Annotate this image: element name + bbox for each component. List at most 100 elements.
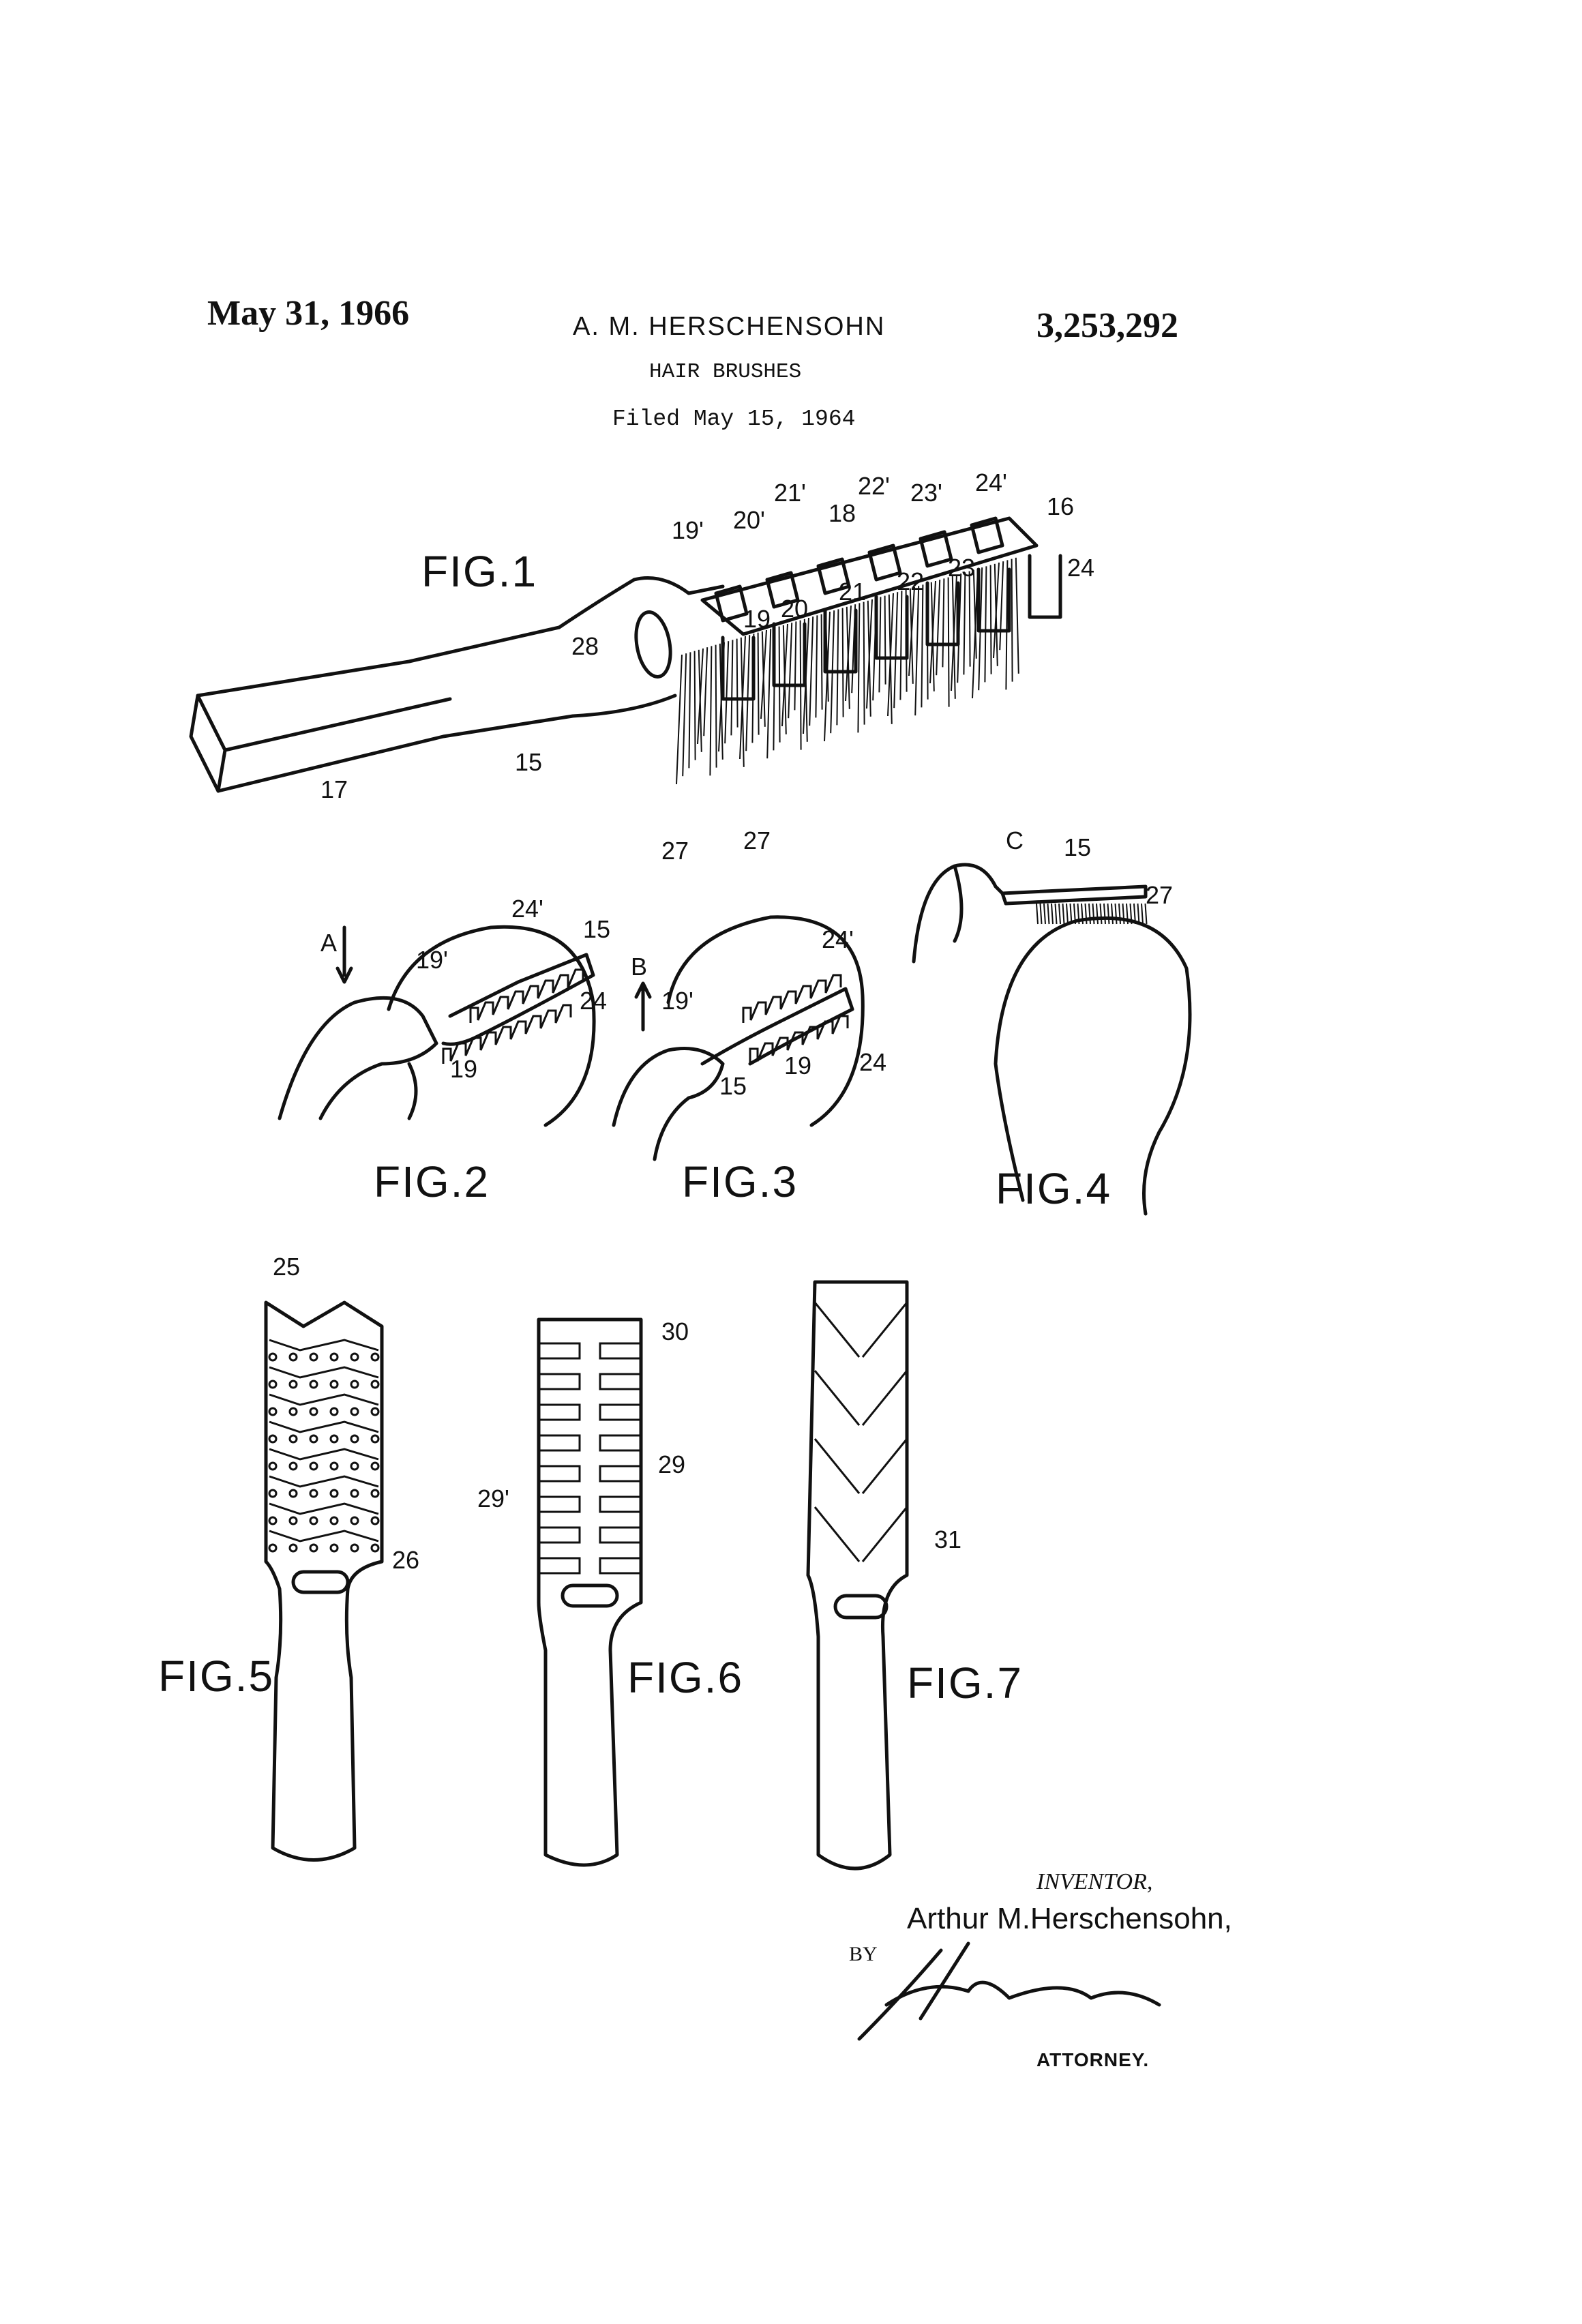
fig5-hole: [310, 1463, 317, 1470]
fig5-hole: [351, 1408, 358, 1415]
fig5-hole: [290, 1517, 297, 1524]
fig5-hole: [290, 1545, 297, 1551]
fig6-slot-right: [600, 1497, 641, 1512]
fig4-bristle: [1119, 904, 1120, 924]
fig5-hole: [351, 1517, 358, 1524]
fig1-bristle: [816, 615, 817, 717]
fig1-bristle: [758, 633, 759, 735]
fig1-bristle: [906, 590, 907, 692]
fig1-callout: 18: [829, 499, 856, 527]
fig6-slot-left: [539, 1374, 580, 1389]
fig1-bristle: [900, 591, 901, 700]
fig1-callout: 23': [910, 479, 942, 507]
fig6-callout: 29': [477, 1485, 509, 1513]
fig1-bristle: [1000, 561, 1003, 650]
fig1-callout: 20: [781, 595, 808, 623]
fig4-bristle: [1059, 904, 1060, 924]
fig2-callout: 24: [580, 987, 607, 1015]
fig4-bristle: [1044, 904, 1045, 924]
fig5-hole: [269, 1490, 276, 1497]
fig1-bristle: [936, 580, 940, 675]
fig6-slot-right: [600, 1405, 641, 1420]
fig1-callout: 17: [320, 775, 348, 803]
fig6-slot-left: [539, 1466, 580, 1481]
fig3-callout: B: [631, 953, 647, 981]
fig3-callout: 24': [822, 925, 854, 953]
fig4-brush-on-head: [914, 865, 1190, 1214]
fig1-label: FIG.1: [421, 547, 537, 596]
fig5-hole: [372, 1381, 378, 1388]
fig1-callout: 19': [672, 516, 704, 544]
fig1-bristle: [985, 566, 986, 682]
fig1-bristle: [964, 572, 965, 674]
fig5-hole: [290, 1435, 297, 1442]
fig1-bristle: [843, 608, 844, 717]
fig1-bristle: [794, 621, 796, 710]
fig5-hole: [331, 1408, 338, 1415]
fig6-slot-left: [539, 1343, 580, 1358]
fig4-label: FIG.4: [996, 1164, 1111, 1213]
fig6-slot-right: [600, 1343, 641, 1358]
fig5-hole: [290, 1408, 297, 1415]
fig5-callouts: 2526: [273, 1253, 419, 1574]
fig4-bristle: [1104, 904, 1105, 924]
fig5-hole: [290, 1463, 297, 1470]
fig1-callout: 19: [743, 605, 771, 633]
fig6-slot-left: [539, 1435, 580, 1450]
fig4-bristle: [1056, 904, 1057, 924]
fig6-slot-right: [600, 1466, 641, 1481]
fig2-callout: 24': [511, 895, 543, 923]
fig1-callout: 21': [774, 479, 806, 507]
fig1-bristle: [779, 627, 780, 743]
fig6-callouts: 30 29 29': [477, 1317, 689, 1513]
fig1-bristle: [716, 645, 717, 768]
fig5-hole: [372, 1517, 378, 1524]
fig1-bristle: [788, 623, 792, 718]
fig5-hole: [269, 1435, 276, 1442]
fig1-bristle: [683, 653, 686, 776]
fig6-slotted-brush: [539, 1320, 641, 1865]
fig1-bristle: [676, 655, 682, 784]
fig1-callout: 16: [1047, 492, 1074, 520]
fig6-slot-right: [600, 1435, 641, 1450]
fig5-callout: 25: [273, 1253, 300, 1281]
fig4-bristle: [1111, 904, 1113, 924]
fig5-hole: [351, 1435, 358, 1442]
fig6-callout: 30: [661, 1317, 689, 1345]
attorney-signature: [859, 1943, 1159, 2039]
fig4-bristle: [1063, 904, 1064, 924]
fig4-callout: C: [1006, 826, 1024, 854]
fig2-callout: 15: [583, 915, 610, 943]
fig1-bristle: [921, 584, 923, 707]
fig1-callout: 24': [975, 468, 1007, 496]
fig1-callout: 23: [948, 554, 975, 582]
fig5-hole: [331, 1517, 338, 1524]
fig6-callout: 29: [658, 1450, 685, 1478]
fig5-hole: [331, 1463, 338, 1470]
fig7-x-cut: [815, 1507, 907, 1562]
fig5-hole: [269, 1408, 276, 1415]
fig3-callout: 24: [859, 1048, 886, 1076]
fig1-bristle: [731, 640, 732, 735]
fig1-bristle: [837, 609, 838, 725]
fig1-callout: 22': [858, 472, 890, 500]
fig1-callout: 20': [733, 506, 765, 534]
fig1-bristle: [689, 652, 690, 768]
fig5-label: FIG.5: [158, 1652, 274, 1701]
attorney-label: ATTORNEY.: [1036, 2049, 1149, 2070]
fig7-label: FIG.7: [907, 1658, 1023, 1708]
fig4-bristle: [1108, 904, 1109, 924]
fig1-callout: 27: [743, 826, 771, 854]
fig7-x-cut: [815, 1439, 907, 1493]
fig5-hole: [331, 1545, 338, 1551]
fig1-bristle: [972, 569, 978, 698]
fig5-hole: [351, 1545, 358, 1551]
fig5-hole: [331, 1354, 338, 1360]
fig1-bristle: [927, 584, 928, 700]
fig3-callout: 19: [784, 1052, 811, 1079]
by-label: BY: [849, 1943, 878, 1965]
fig4-bristle: [1116, 904, 1117, 924]
fig1-bristle: [767, 629, 771, 758]
fig5-hole: [351, 1354, 358, 1360]
fig4-bristle: [1138, 904, 1139, 924]
